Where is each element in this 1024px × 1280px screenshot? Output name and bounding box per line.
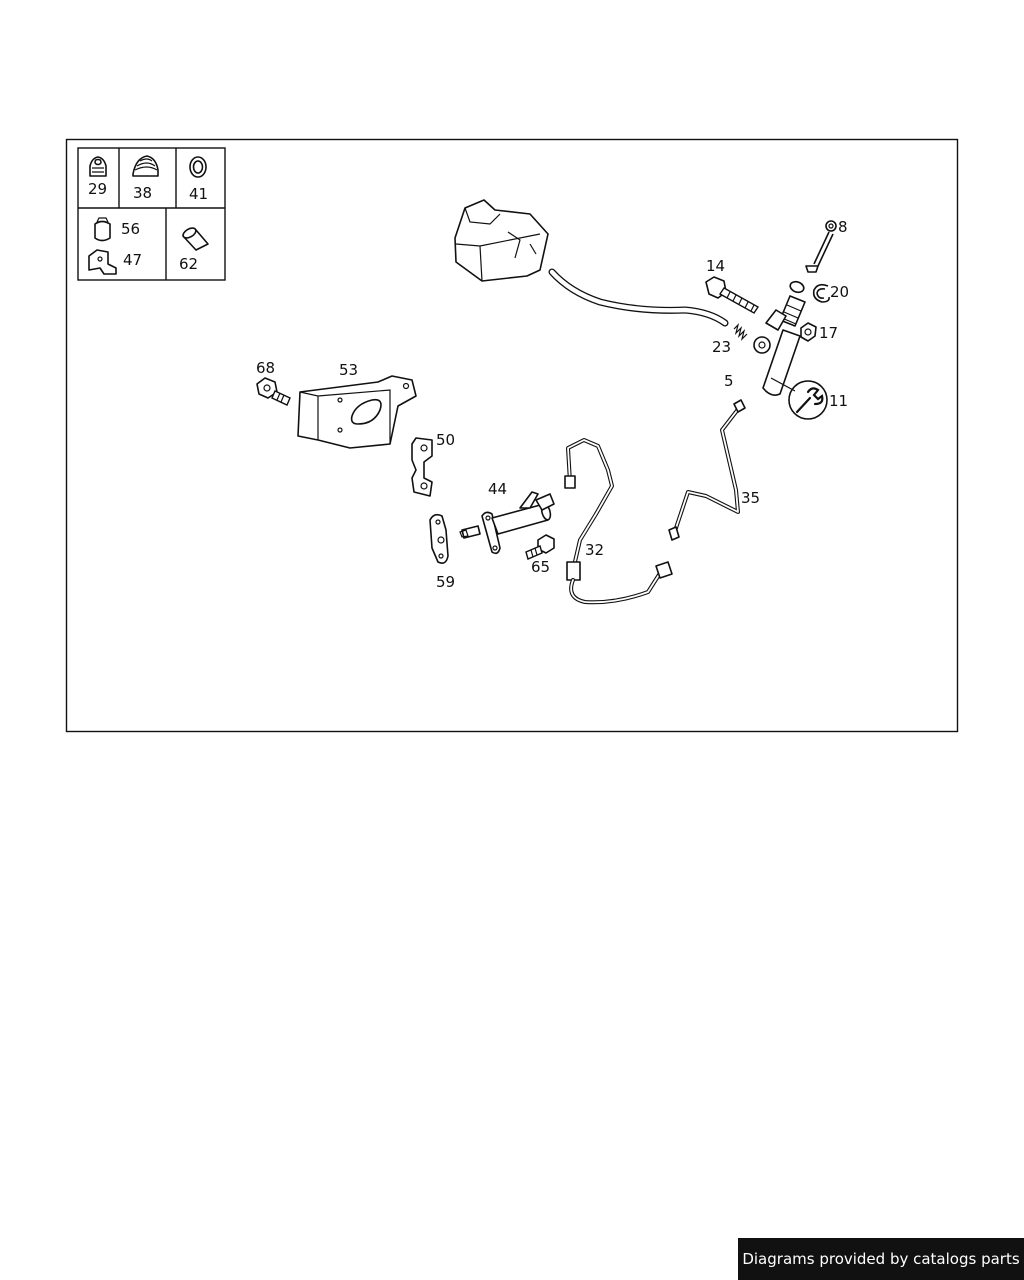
callout-38: 38: [133, 184, 152, 202]
callout-47: 47: [123, 251, 142, 269]
leader-11: [770, 377, 796, 392]
part-68-bolt[interactable]: [256, 377, 291, 406]
attribution-banner: Diagrams provided by catalogs parts: [738, 1238, 1024, 1280]
part-38-boot[interactable]: [132, 155, 159, 177]
callout-17: 17: [819, 324, 838, 342]
callout-23: 23: [712, 338, 731, 356]
callout-65: 65: [531, 558, 550, 576]
callout-59: 59: [436, 573, 455, 591]
callout-56: 56: [121, 220, 140, 238]
callout-50: 50: [436, 431, 455, 449]
part-20-circlip[interactable]: [812, 283, 830, 303]
small-parts-legend: 29 38 41 56 47 62: [77, 147, 226, 281]
part-29-grommet[interactable]: [89, 156, 107, 177]
part-47-clip[interactable]: [88, 249, 117, 275]
part-23-spring[interactable]: [733, 323, 748, 341]
part-14-bolt[interactable]: [705, 276, 760, 314]
part-53-bracket[interactable]: [297, 375, 417, 449]
wrench-icon: [788, 380, 828, 420]
callout-44: 44: [488, 480, 507, 498]
callout-20: 20: [830, 283, 849, 301]
callout-5: 5: [724, 372, 734, 390]
part-41-seal-ring[interactable]: [189, 156, 207, 178]
callout-35: 35: [741, 489, 760, 507]
callout-53: 53: [339, 361, 358, 379]
callout-62: 62: [179, 255, 198, 273]
callout-8: 8: [838, 218, 848, 236]
part-59-gasket[interactable]: [429, 513, 449, 564]
callout-29: 29: [88, 180, 107, 198]
part-50-mount-bracket[interactable]: [411, 437, 433, 497]
part-62-sleeve[interactable]: [181, 226, 209, 251]
callout-41: 41: [189, 185, 208, 203]
callout-32: 32: [585, 541, 604, 559]
callout-68: 68: [256, 359, 275, 377]
part-56-bushing[interactable]: [94, 217, 111, 242]
part-17-nut[interactable]: [800, 322, 817, 342]
fluid-reservoir[interactable]: [454, 199, 549, 282]
part-65-bolt[interactable]: [525, 534, 555, 560]
callout-14: 14: [706, 257, 725, 275]
callout-11: 11: [829, 392, 848, 410]
part-44-slave-cylinder[interactable]: [459, 491, 555, 555]
part-8-pushrod[interactable]: [805, 220, 837, 273]
